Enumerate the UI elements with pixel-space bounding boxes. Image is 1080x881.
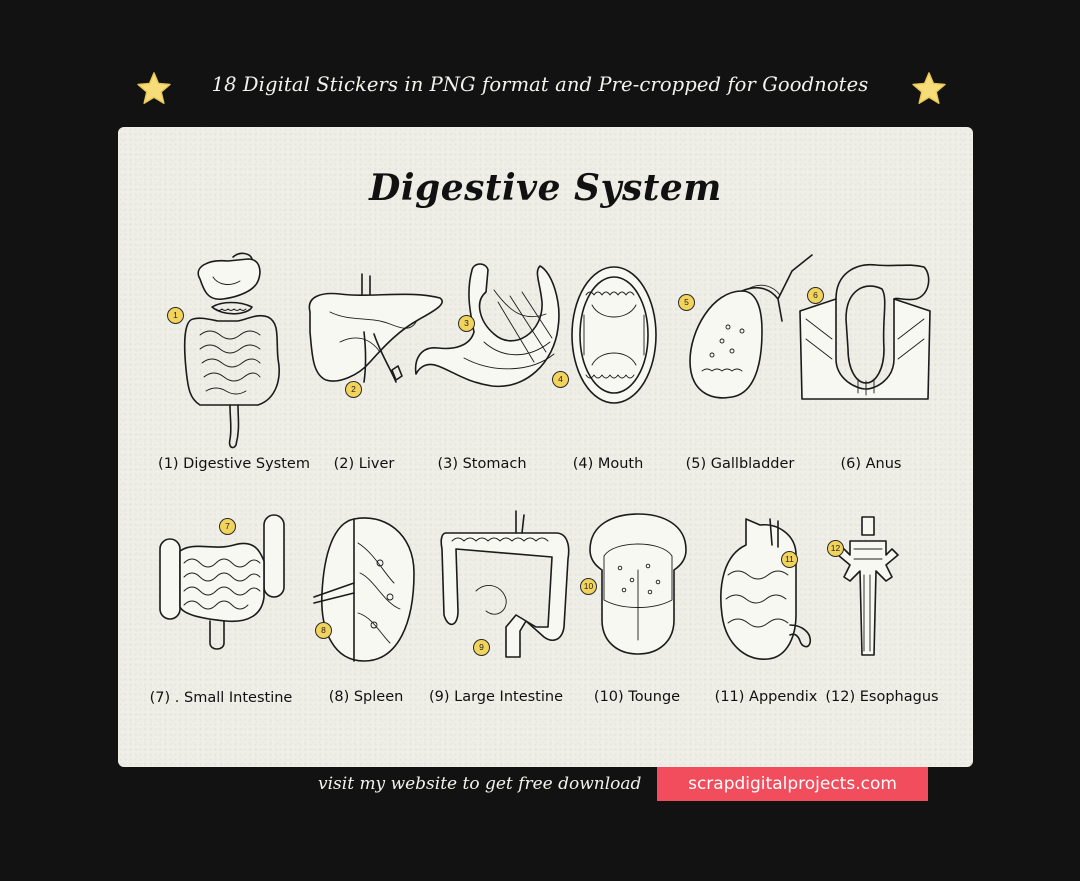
sticker-badge-1: 1 — [167, 307, 184, 324]
spleen-icon — [313, 517, 415, 662]
esophagus-icon — [837, 516, 899, 656]
sticker-badge-6: 6 — [807, 287, 824, 304]
sticker-caption-6: (6) Anus — [840, 456, 902, 472]
sticker-caption-9: (9) Large Intestine — [428, 689, 563, 705]
sticker-sheet-card: Digestive System 1 (1) Digestive System … — [118, 127, 973, 767]
large-intestine-icon — [440, 510, 570, 658]
footer-visit-text: visit my website to get free download — [318, 774, 642, 794]
sticker-caption-10: (10) Tounge — [593, 689, 681, 705]
digestive-system-icon — [183, 252, 280, 449]
sticker-badge-9: 9 — [473, 639, 490, 656]
sticker-badge-4: 4 — [552, 371, 569, 388]
sticker-caption-2: (2) Liver — [333, 456, 395, 472]
anus-icon — [799, 263, 931, 400]
sticker-caption-11: (11) Appendix — [714, 689, 818, 705]
sticker-badge-5: 5 — [678, 294, 695, 311]
mouth-icon — [571, 266, 657, 404]
sticker-caption-12: (12) Esophagus — [825, 689, 939, 705]
small-intestine-icon — [159, 514, 285, 650]
sticker-caption-8: (8) Spleen — [328, 689, 404, 705]
star-icon-left — [137, 72, 171, 104]
star-icon-right — [912, 72, 946, 104]
gallbladder-icon — [689, 254, 813, 399]
sticker-badge-11: 11 — [781, 551, 798, 568]
sticker-badge-2: 2 — [345, 381, 362, 398]
sticker-caption-3: (3) Stomach — [437, 456, 527, 472]
sticker-badge-3: 3 — [458, 315, 475, 332]
sticker-badge-12: 12 — [827, 540, 844, 557]
sticker-caption-7: (7) . Small Intestine — [149, 690, 293, 706]
stomach-icon — [414, 263, 560, 388]
sticker-badge-10: 10 — [580, 578, 597, 595]
sticker-caption-5: (5) Gallbladder — [685, 456, 795, 472]
sticker-caption-4: (4) Mouth — [572, 456, 644, 472]
website-link-button[interactable]: scrapdigitalprojects.com — [657, 767, 928, 801]
header-tagline: 18 Digital Stickers in PNG format and Pr… — [211, 73, 869, 96]
sticker-caption-1: (1) Digestive System — [158, 456, 310, 472]
card-title: Digestive System — [369, 167, 722, 209]
appendix-icon — [720, 518, 812, 660]
tongue-icon — [589, 513, 687, 655]
sticker-badge-8: 8 — [315, 622, 332, 639]
liver-icon — [308, 273, 443, 383]
sticker-badge-7: 7 — [219, 518, 236, 535]
